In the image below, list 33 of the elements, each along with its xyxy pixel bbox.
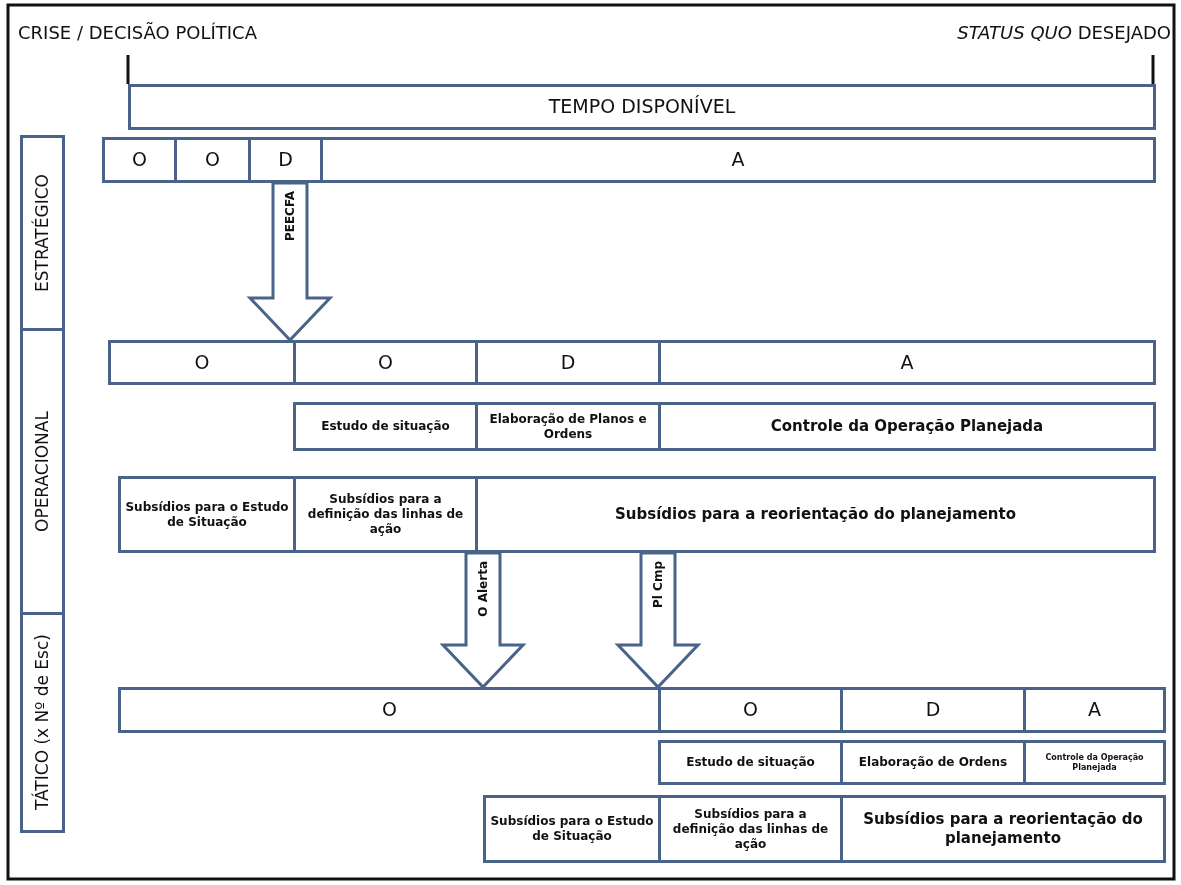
activity-cell: Estudo de situação bbox=[293, 402, 478, 451]
activity-cell: Subsídios para a definição das linhas de ação bbox=[293, 476, 478, 553]
timeline-label: STATUS QUO DESEJADO bbox=[957, 22, 1171, 43]
level-band: TÁTICO (x Nº de Esc) bbox=[20, 612, 65, 833]
time-bar: TEMPO DISPONÍVEL bbox=[128, 84, 1156, 130]
timeline-label: CRISE / DECISÃO POLÍTICA bbox=[18, 22, 257, 43]
activity-cell: Elaboração de Planos e Ordens bbox=[475, 402, 661, 451]
activity-cell: Subsídios para o Estudo de Situação bbox=[118, 476, 296, 553]
phase-cell: O bbox=[658, 687, 843, 733]
phase-cell: D bbox=[248, 137, 323, 183]
phase-cell: A bbox=[658, 340, 1156, 385]
phase-cell: O bbox=[293, 340, 478, 385]
phase-cell: D bbox=[475, 340, 661, 385]
activity-cell: Elaboração de Ordens bbox=[840, 740, 1026, 785]
activity-cell: Subsídios para o Estudo de Situação bbox=[483, 795, 661, 863]
activity-cell: Estudo de situação bbox=[658, 740, 843, 785]
phase-cell: O bbox=[118, 687, 661, 733]
edge-label: O Alerta bbox=[476, 561, 490, 617]
level-band: ESTRATÉGICO bbox=[20, 135, 65, 331]
activity-cell: Controle da Operação Planejada bbox=[658, 402, 1156, 451]
edge-label: PEECFA bbox=[283, 191, 297, 242]
phase-cell: O bbox=[102, 137, 177, 183]
phase-cell: O bbox=[174, 137, 251, 183]
phase-cell: A bbox=[320, 137, 1156, 183]
activity-cell: Subsídios para a reorientação do planejamento bbox=[475, 476, 1156, 553]
activity-cell: Subsídios para a definição das linhas de ação bbox=[658, 795, 843, 863]
phase-cell: O bbox=[108, 340, 296, 385]
level-band: OPERACIONAL bbox=[20, 328, 65, 615]
activity-cell: Controle da Operação Planejada bbox=[1023, 740, 1166, 785]
edge-label: Pl Cmp bbox=[651, 561, 665, 608]
activity-cell: Subsídios para a reorientação do planejamento bbox=[840, 795, 1166, 863]
phase-cell: A bbox=[1023, 687, 1166, 733]
phase-cell: D bbox=[840, 687, 1026, 733]
